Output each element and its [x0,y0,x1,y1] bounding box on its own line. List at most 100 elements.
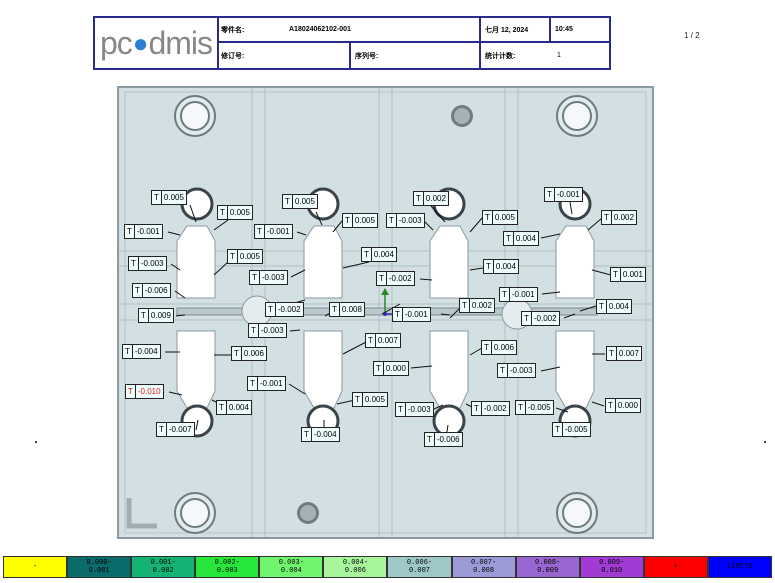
header-row-2: 修订号: 序列号: 统计计数: 1 [217,43,609,68]
callout-deviation-value: 0.000 [385,364,406,373]
callout-axis-tag: T [482,341,492,354]
callout-axis-tag: T [611,268,621,281]
callout-deviation-value: 0.004 [373,250,394,259]
tolerance-callout: T-0.003 [248,323,287,338]
page-indicator: 1 / 2 [684,31,700,40]
legend-swatch: 0.004- 0.006 [323,556,388,578]
legend-swatch: 0.003- 0.004 [259,556,324,578]
callout-axis-tag: T [255,225,265,238]
callout-axis-tag: T [414,192,424,205]
tolerance-callout: T-0.005 [552,422,591,437]
tolerance-callout: T-0.002 [521,311,560,326]
tolerance-callout: T-0.001 [124,224,163,239]
callout-deviation-value: -0.001 [511,290,535,299]
tolerance-callout: T-0.002 [471,401,510,416]
callout-axis-tag: T [606,399,616,412]
callout-axis-tag: T [516,401,526,414]
callout-deviation-value: 0.007 [618,349,639,358]
callout-axis-tag: T [249,324,259,337]
tolerance-callout: T-0.003 [497,363,536,378]
legend-swatch: 0.006- 0.007 [387,556,452,578]
tolerance-callout: T-0.001 [544,187,583,202]
tolerance-callout: T-0.010 [125,384,164,399]
callout-deviation-value: 0.001 [622,270,643,279]
legend-swatch: 0.009- 0.010 [579,556,644,578]
callout-axis-tag: T [377,272,387,285]
callout-deviation-value: -0.004 [134,347,158,356]
legend-swatch: 0.001- 0.002 [131,556,196,578]
tolerance-callout: T-0.001 [392,307,431,322]
callout-axis-tag: T [133,284,143,297]
callout-axis-tag: T [129,257,139,270]
callout-axis-tag: T [302,428,312,441]
callout-axis-tag: T [366,334,376,347]
callout-axis-tag: T [504,232,514,245]
callout-deviation-value: -0.006 [436,435,460,444]
callout-axis-tag: T [250,271,260,284]
stats-count-value: 1 [557,52,561,59]
callout-deviation-value: 0.004 [515,234,536,243]
callout-axis-tag: T [125,225,135,238]
callout-deviation-value: -0.003 [398,216,422,225]
callout-axis-tag: T [283,195,293,208]
mold-plate-drawing [117,86,654,539]
tolerance-callout: T-0.005 [515,400,554,415]
callout-axis-tag: T [498,364,508,377]
callout-axis-tag: T [139,309,149,322]
tolerance-callout: T-0.002 [376,271,415,286]
callout-deviation-value: 0.005 [364,395,385,404]
callout-deviation-value: 0.005 [163,193,184,202]
callout-deviation-value: 0.004 [495,262,516,271]
callout-axis-tag: T [483,211,493,224]
callout-axis-tag: T [396,403,406,416]
legend-swatch: 0.007- 0.008 [451,556,516,578]
callout-axis-tag: T [362,248,372,261]
callout-deviation-value: 0.005 [354,216,375,225]
callout-axis-tag: T [602,211,612,224]
callout-deviation-value: 0.000 [617,401,638,410]
callout-deviation-value: 0.005 [294,197,315,206]
callout-axis-tag: T [387,214,397,227]
callout-deviation-value: 0.005 [229,208,250,217]
callout-deviation-value: -0.002 [533,314,557,323]
callout-axis-tag: T [266,303,276,316]
tolerance-callout: T-0.004 [122,344,161,359]
callout-axis-tag: T [522,312,532,325]
callout-axis-tag: T [353,393,363,406]
callout-deviation-value: -0.002 [388,274,412,283]
report-time: 10:45 [549,18,613,41]
header-row-1: 零件名: A18024062102-001 七月 12, 2024 10:45 [217,18,609,43]
callout-axis-tag: T [393,308,403,321]
callout-deviation-value: -0.001 [266,227,290,236]
callout-axis-tag: T [248,377,258,390]
tolerance-callout: T-0.003 [386,213,425,228]
callout-axis-tag: T [152,191,162,204]
callout-axis-tag: T [232,347,242,360]
callout-deviation-value: 0.004 [608,302,629,311]
callout-axis-tag: T [218,206,228,219]
callout-deviation-value: -0.001 [404,310,428,319]
stats-count-label: 统计计数: [479,43,549,68]
report-date: 七月 12, 2024 [479,18,549,41]
callout-deviation-value: 0.006 [493,343,514,352]
tolerance-callout: T-0.004 [301,427,340,442]
callout-deviation-value: -0.002 [483,404,507,413]
legend-swatch: 0.002- 0.003 [195,556,260,578]
callout-deviation-value: 0.004 [228,403,249,412]
callout-deviation-value: 0.008 [341,305,362,314]
revision-label: 修订号: [221,52,245,60]
margin-dot-left [35,441,37,443]
callout-axis-tag: T [607,347,617,360]
